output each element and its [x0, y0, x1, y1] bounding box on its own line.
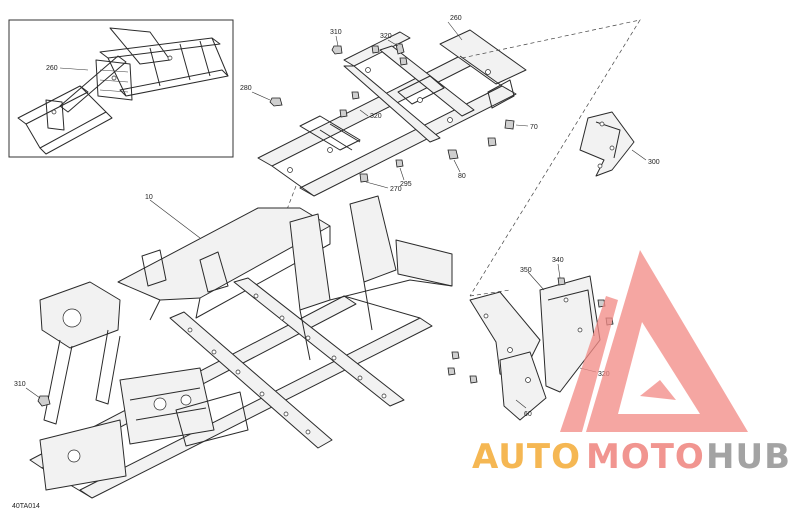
rear-bracket-assembly: 340 350 320 60 — [447, 257, 614, 421]
nut-icon — [37, 395, 51, 407]
brand-moto: MOTO — [586, 437, 705, 477]
bracket-300: 300 — [579, 111, 660, 177]
callout-80: 80 — [458, 173, 466, 180]
bolt-icon — [351, 91, 360, 100]
callout-280: 280 — [240, 85, 252, 92]
rail-holes — [187, 293, 387, 435]
bolt-icon — [395, 43, 405, 55]
upper-subframe — [257, 29, 527, 197]
drawing-code: 40TA014 — [12, 503, 40, 510]
callout-310-top: 310 — [330, 29, 342, 36]
nut-icon — [447, 367, 456, 376]
bolt-icon — [371, 45, 380, 54]
callout-340: 340 — [552, 257, 564, 264]
callout-main-frame: 10 — [145, 194, 153, 201]
inset-panel: 260 — [8, 19, 234, 158]
callout-60: 60 — [524, 411, 532, 418]
inset-frame-drawing — [17, 27, 229, 155]
nut-icon — [269, 97, 283, 107]
bolt-icon — [395, 159, 404, 168]
watermark-logo: AUTO MOTO HUB — [472, 250, 791, 477]
callout-70: 70 — [530, 124, 538, 131]
bolt-icon — [359, 173, 369, 183]
callout-295: 295 — [400, 181, 412, 188]
brand-auto: AUTO — [472, 437, 581, 477]
triangle-logo-icon — [560, 250, 748, 432]
callout-320-mid: 320 — [370, 113, 382, 120]
callout-upper-frame: 260 — [450, 15, 462, 22]
nut-icon — [331, 45, 343, 55]
brand-hub: HUB — [706, 437, 791, 477]
nut-icon — [487, 137, 497, 147]
bolt-icon — [399, 57, 408, 66]
inset-border — [8, 19, 234, 158]
nut-icon — [469, 375, 478, 384]
callout-350: 350 — [520, 267, 532, 274]
callout-270: 270 — [390, 186, 402, 193]
bolt-icon — [504, 119, 515, 130]
nut-icon — [451, 351, 460, 360]
nut-icon — [557, 277, 566, 286]
callout-inset-frame: 260 — [46, 65, 58, 72]
main-frame — [29, 195, 453, 499]
nut-icon — [447, 149, 459, 160]
fasteners-upper: 280 310 320 320 70 80 270 295 — [240, 29, 538, 193]
callout-320-top: 320 — [380, 33, 392, 40]
callout-300: 300 — [648, 159, 660, 166]
bolt-icon — [339, 109, 348, 118]
callout-310-left: 310 — [14, 381, 26, 388]
